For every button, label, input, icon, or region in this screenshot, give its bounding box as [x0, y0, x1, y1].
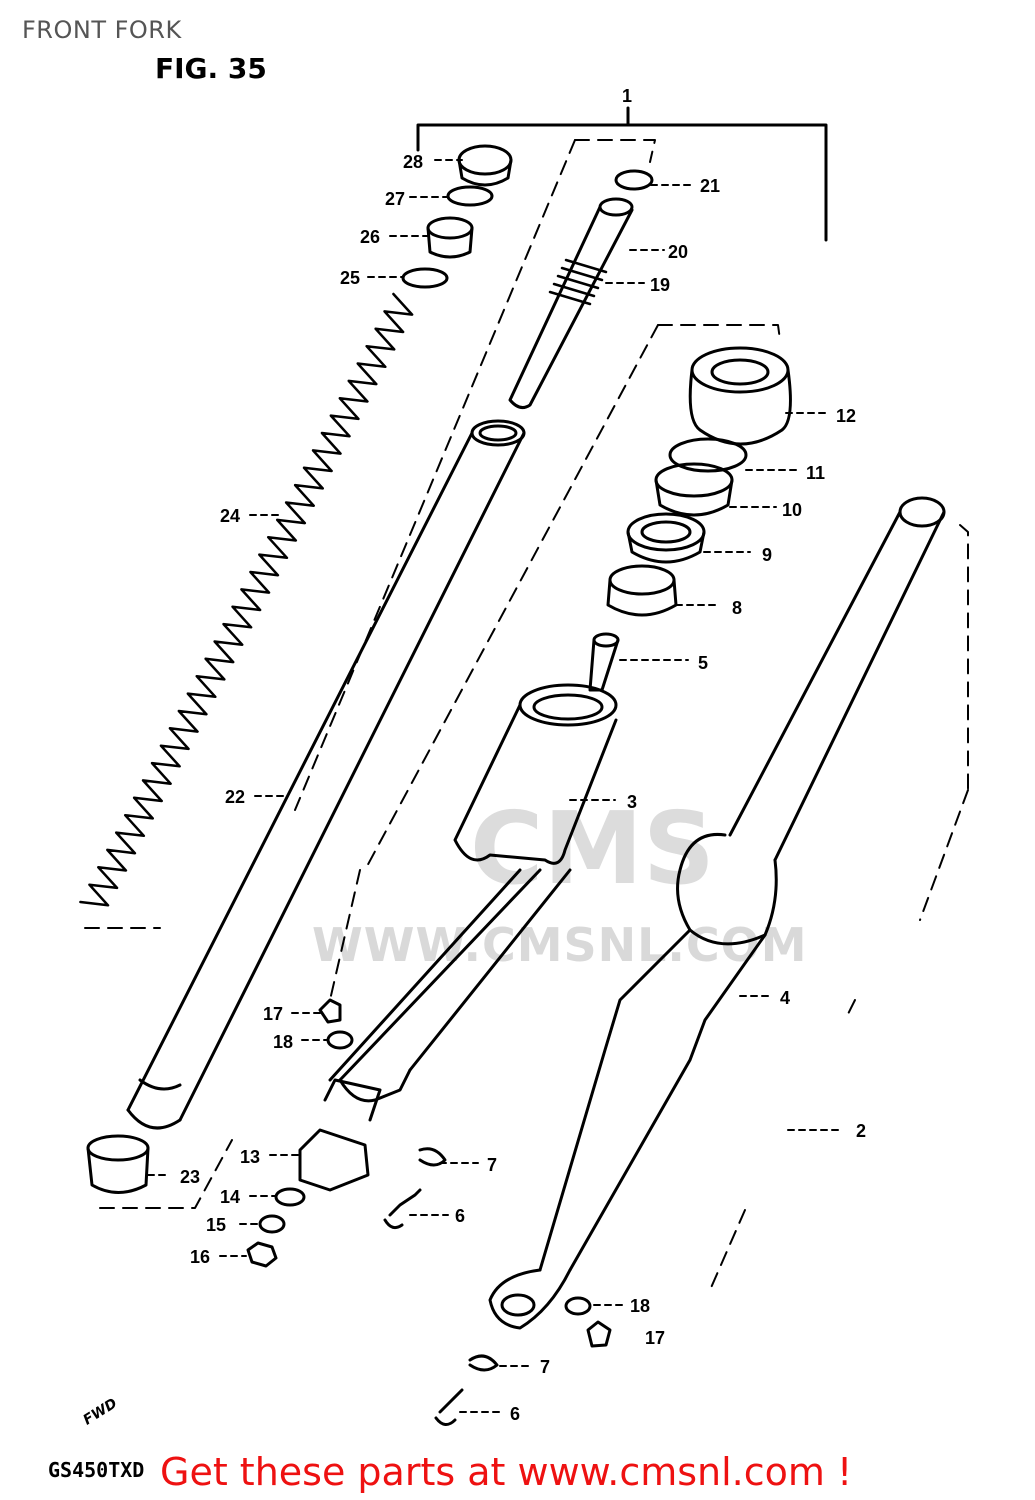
- callout-18-right: 18: [630, 1296, 650, 1316]
- part-23-cap: [86, 1134, 150, 1194]
- part-6-bolt: [383, 1188, 422, 1230]
- part-28-cap: [457, 144, 513, 187]
- callout-24: 24: [220, 506, 240, 526]
- callout-6-upper: 6: [455, 1206, 465, 1226]
- bracket-dash-lines: [84, 139, 969, 1291]
- callout-17-right: 17: [645, 1328, 665, 1348]
- part-12-dust-seal: [688, 346, 792, 446]
- part-15-washer: [258, 1214, 286, 1234]
- callout-23: 23: [180, 1167, 200, 1187]
- part-8-guide: [606, 564, 678, 617]
- part-18-gasket-right: [564, 1296, 592, 1316]
- part-19-spring-small: [548, 258, 608, 306]
- callout-17-left: 17: [263, 1004, 283, 1024]
- part-22-inner-tube: [126, 419, 526, 1130]
- callout-10: 10: [782, 500, 802, 520]
- part-6-bolt-lower: [434, 1388, 464, 1426]
- callout-13: 13: [240, 1147, 260, 1167]
- part-14-washer: [274, 1187, 306, 1207]
- part-25-washer: [401, 267, 449, 289]
- callout-2: 2: [856, 1121, 866, 1141]
- callout-19: 19: [650, 275, 670, 295]
- part-4-outer-tube: [488, 496, 946, 1330]
- part-17-screw: [318, 998, 342, 1024]
- part-13-axle-holder: [298, 1078, 382, 1192]
- callout-12: 12: [836, 406, 856, 426]
- callout-5: 5: [698, 653, 708, 673]
- part-10-spacer: [654, 462, 734, 517]
- part-7-washer: [418, 1147, 447, 1167]
- part-24-spring: [79, 292, 414, 907]
- part-3-damper-body: [453, 683, 618, 865]
- assembly-bracket-1: [416, 123, 828, 242]
- callout-20: 20: [668, 242, 688, 262]
- callout-4: 4: [780, 988, 790, 1008]
- figure-number: FIG. 35: [155, 52, 267, 85]
- callout-8: 8: [732, 598, 742, 618]
- callout-1: 1: [622, 86, 632, 106]
- callout-21: 21: [700, 176, 720, 196]
- callout-27: 27: [385, 189, 405, 209]
- part-21-ring: [614, 169, 654, 191]
- callout-7-upper: 7: [487, 1155, 497, 1175]
- part-11-ring: [668, 437, 748, 473]
- page-title: FRONT FORK: [22, 16, 182, 44]
- callout-22: 22: [225, 787, 245, 807]
- callout-11: 11: [806, 463, 825, 483]
- callout-28: 28: [403, 152, 423, 172]
- inner-tube-middle: [328, 868, 572, 1103]
- part-9-oil-seal: [626, 512, 706, 564]
- promo-link-text[interactable]: Get these parts at www.cmsnl.com !: [160, 1450, 853, 1494]
- callout-3: 3: [627, 792, 637, 812]
- part-7-washer-lower: [468, 1354, 499, 1372]
- part-16-nut: [246, 1241, 278, 1268]
- callout-6-lower: 6: [510, 1404, 520, 1424]
- model-code: GS450TXD: [48, 1458, 145, 1482]
- callout-26: 26: [360, 227, 380, 247]
- callout-9: 9: [762, 545, 772, 565]
- part-20-damper-rod: [508, 197, 634, 410]
- part-5-cylinder: [588, 632, 620, 692]
- leader-lines: [147, 159, 843, 1413]
- part-27-ring: [446, 185, 494, 207]
- callout-7-lower: 7: [540, 1357, 550, 1377]
- watermark-logo: CMS: [470, 790, 715, 907]
- callout-14: 14: [220, 1187, 240, 1207]
- callout-15: 15: [206, 1215, 226, 1235]
- part-17-screw-right: [586, 1320, 612, 1348]
- part-18-gasket: [326, 1030, 354, 1050]
- callout-18-left: 18: [273, 1032, 293, 1052]
- part-26-spacer: [426, 216, 474, 259]
- callout-16: 16: [190, 1247, 210, 1267]
- callout-25: 25: [340, 268, 360, 288]
